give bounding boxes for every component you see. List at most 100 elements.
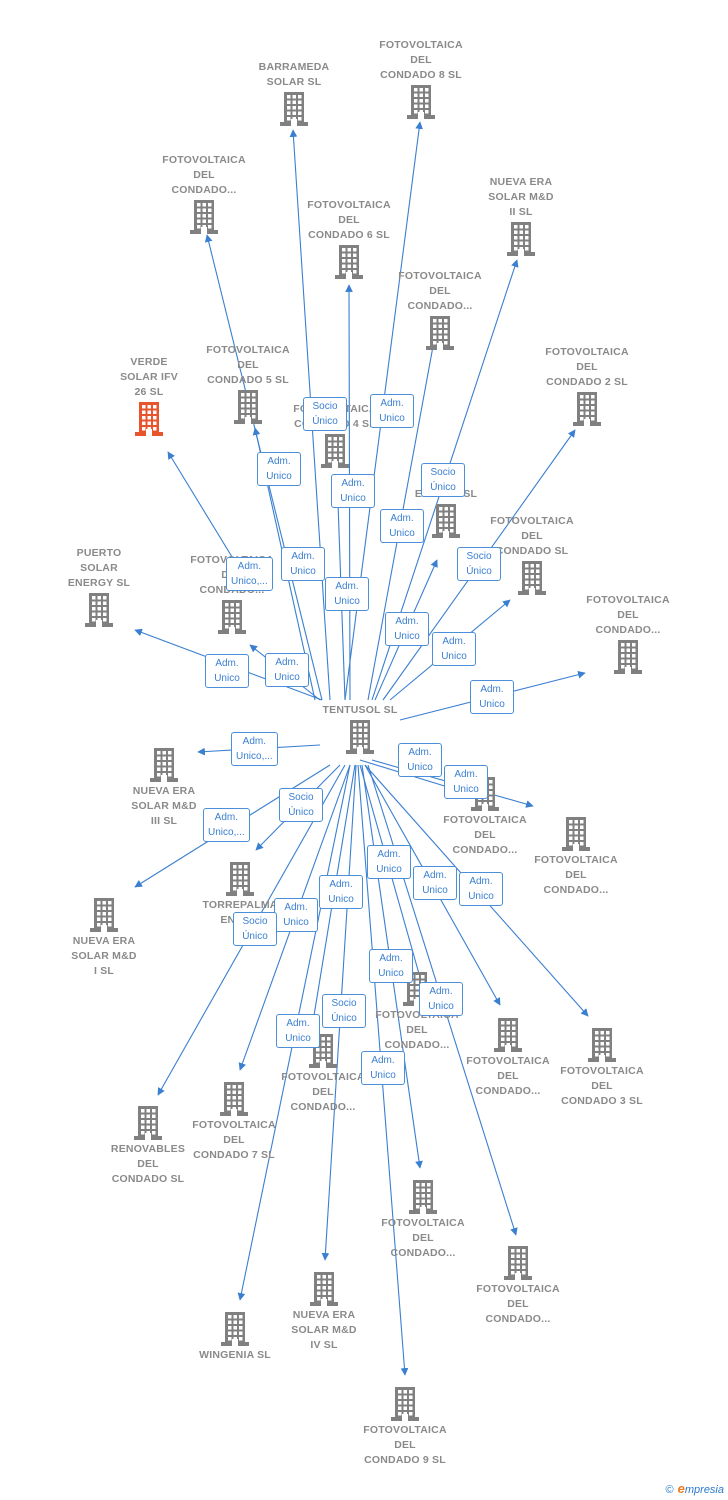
company-label-line: NUEVA ERA [72, 935, 136, 947]
role-badge-line: Adm. [286, 1018, 310, 1029]
building-icon [335, 245, 363, 279]
building-icon [346, 720, 374, 754]
role-badge[interactable]: Adm.Unico,... [203, 808, 250, 842]
role-badge[interactable]: Adm.Unico [380, 509, 424, 543]
company-label-line: WINGENIA SL [199, 1349, 271, 1361]
footer-brand: ©empresia [666, 1481, 724, 1496]
company-label-line: CONDADO... [595, 624, 661, 636]
company-label-line: VERDE [130, 356, 168, 368]
building-icon [614, 640, 642, 674]
role-badge[interactable]: Adm.Unico [459, 872, 503, 906]
company-label-line: FOTOVOLTAICA [379, 39, 463, 51]
company-label-line: CONDADO... [290, 1101, 356, 1113]
role-badge[interactable]: Adm.Unico [367, 845, 411, 879]
role-badge[interactable]: Adm.Unico [205, 654, 249, 688]
brand-initial: e [677, 1481, 685, 1496]
role-badge-line: Adm. [423, 870, 447, 881]
role-badge[interactable]: Adm. Unico [470, 680, 514, 714]
role-badge[interactable]: Adm.Unico,... [226, 557, 273, 591]
role-badge-line: Unico [370, 1070, 396, 1081]
role-badge[interactable]: Adm.Unico [370, 394, 414, 428]
building-icon [494, 1018, 522, 1052]
building-icon [90, 898, 118, 932]
role-badge[interactable]: Adm.Unico [385, 612, 429, 646]
company-node-wingenia[interactable]: WINGENIA SL [175, 1310, 295, 1363]
role-badge-line: Unico [422, 885, 448, 896]
building-icon [504, 1246, 532, 1280]
role-badge[interactable]: Adm.Unico [274, 898, 318, 932]
role-badge[interactable]: Adm.Unico [419, 982, 463, 1016]
role-badge-line: Unico [394, 631, 420, 642]
role-badge[interactable]: Adm.Unico [369, 949, 413, 983]
company-label-line: DEL [312, 1086, 334, 1098]
company-label-line: III SL [150, 815, 178, 827]
center-company-label: TENTUSOL SL [322, 704, 398, 716]
role-badge[interactable]: Adm.Unico [331, 474, 375, 508]
role-badge[interactable]: Adm.Unico [325, 577, 369, 611]
role-badge[interactable]: Adm.Unico [265, 653, 309, 687]
edge-20 [359, 764, 427, 996]
role-badge[interactable]: Adm.Unico [444, 765, 488, 799]
building-icon [226, 862, 254, 896]
role-badge-line: Unico [479, 699, 505, 710]
role-badge-line: Adm. [480, 684, 504, 695]
role-badge-line: Socio [331, 998, 357, 1009]
role-badge[interactable]: Adm. Unico [413, 866, 457, 900]
building-icon [218, 600, 246, 634]
company-label-line: DEL [576, 361, 598, 373]
company-label-line: NUEVA ERA [489, 176, 553, 188]
company-label-line: BARRAMEDA [258, 61, 330, 73]
role-badge[interactable]: Adm.Unico [319, 875, 363, 909]
company-label-line: CONDADO 5 SL [207, 374, 289, 386]
role-badge[interactable]: Adm.Unico [257, 452, 301, 486]
role-badge[interactable]: Adm.Unico [281, 547, 325, 581]
role-badge[interactable]: Adm.Unico [361, 1051, 405, 1085]
company-label-line: FOTOVOLTAICA [545, 346, 629, 358]
center-company-node[interactable]: TENTUSOL SL [300, 703, 420, 756]
role-badge-line: Unico,... [208, 827, 245, 838]
building-icon [150, 748, 178, 782]
role-badge[interactable]: Adm.Unico [398, 743, 442, 777]
company-label-line: CONDADO SL [495, 545, 569, 557]
building-icon [321, 434, 349, 468]
role-badge[interactable]: Adm.Unico [432, 632, 476, 666]
role-badge[interactable]: Adm.Unico [276, 1014, 320, 1048]
company-label-line: DEL [507, 1298, 529, 1310]
role-badge-line: Socio [466, 551, 492, 562]
role-badge[interactable]: Adm.Unico,... [231, 732, 278, 766]
company-label-line: DEL [591, 1080, 613, 1092]
